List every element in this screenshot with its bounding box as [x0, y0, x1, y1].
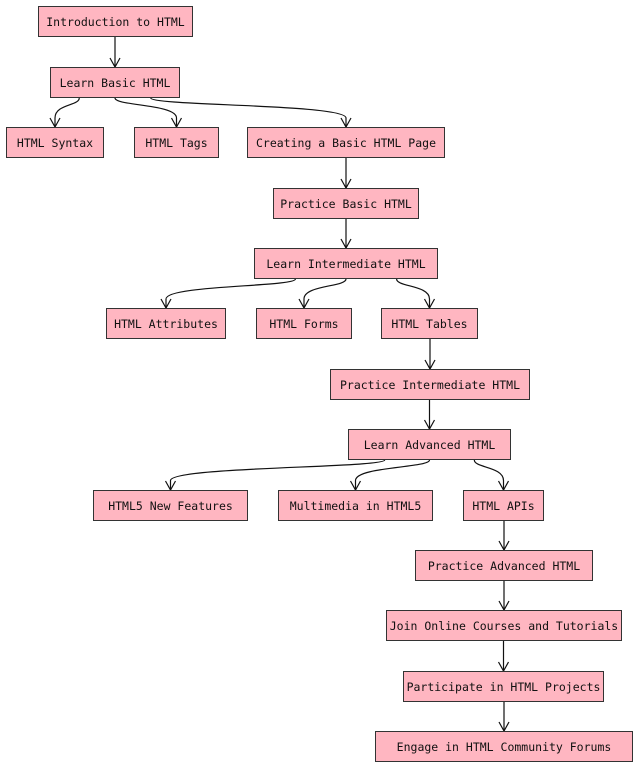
node-html-attributes[interactable]: HTML Attributes [106, 308, 226, 339]
edge-learn-intermediate-html-to-html-forms [303, 278, 347, 308]
edge-learn-advanced-html-to-multimedia-in-html5 [354, 459, 431, 490]
node-join-online-courses[interactable]: Join Online Courses and Tutorials [386, 610, 622, 641]
node-participate-html-projects[interactable]: Participate in HTML Projects [403, 671, 604, 702]
edge-learn-basic-html-to-html-syntax [54, 97, 80, 127]
edge-learn-intermediate-html-to-html-attributes [165, 278, 296, 308]
node-practice-advanced-html[interactable]: Practice Advanced HTML [415, 550, 593, 581]
node-learn-basic-html[interactable]: Learn Basic HTML [50, 67, 180, 98]
node-practice-basic-html[interactable]: Practice Basic HTML [273, 188, 419, 219]
node-html-syntax[interactable]: HTML Syntax [6, 127, 104, 158]
node-html-tags[interactable]: HTML Tags [134, 127, 219, 158]
node-html-tables[interactable]: HTML Tables [381, 308, 478, 339]
edge-learn-advanced-html-to-html-apis [473, 459, 505, 490]
node-multimedia-in-html5[interactable]: Multimedia in HTML5 [278, 490, 433, 521]
node-html-apis[interactable]: HTML APIs [463, 490, 544, 521]
node-learn-advanced-html[interactable]: Learn Advanced HTML [348, 429, 511, 460]
node-practice-intermediate-html[interactable]: Practice Intermediate HTML [330, 369, 530, 400]
node-html-forms[interactable]: HTML Forms [256, 308, 352, 339]
edge-learn-basic-html-to-creating-basic-html-page [150, 97, 347, 127]
node-introduction-to-html[interactable]: Introduction to HTML [38, 6, 193, 37]
edge-learn-intermediate-html-to-html-tables [396, 278, 431, 308]
node-html5-new-features[interactable]: HTML5 New Features [93, 490, 248, 521]
edge-learn-basic-html-to-html-tags [114, 97, 178, 127]
node-engage-community-forums[interactable]: Engage in HTML Community Forums [375, 731, 633, 762]
edge-learn-advanced-html-to-html5-new-features [169, 459, 386, 490]
node-learn-intermediate-html[interactable]: Learn Intermediate HTML [254, 248, 438, 279]
node-creating-basic-html-page[interactable]: Creating a Basic HTML Page [247, 127, 445, 158]
